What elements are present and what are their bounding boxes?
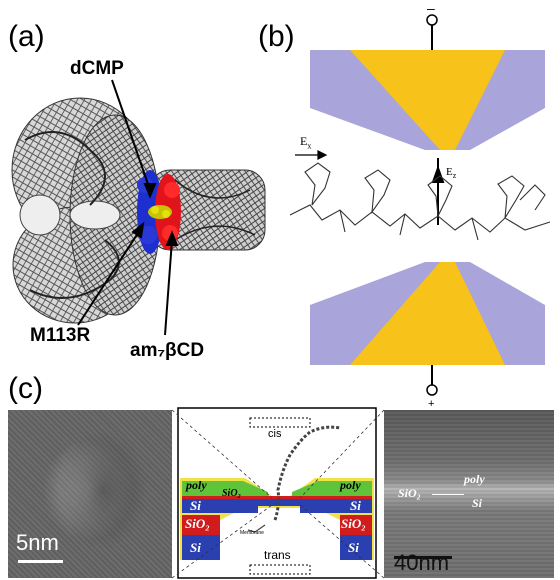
scale-text-right: 40nm	[394, 550, 450, 575]
poly-right-label: poly	[340, 478, 361, 492]
cyclodextrin-label: am₇βCD	[130, 340, 205, 361]
m113r-label: M113R	[30, 325, 91, 346]
bottom-terminal-sign: +	[428, 398, 435, 410]
tem-image-right: poly SiO₂ Si 40nm	[384, 410, 554, 578]
zoom-lines	[171, 409, 385, 579]
top-terminal-sign: –	[427, 0, 435, 16]
scale-bar-right	[394, 556, 452, 559]
sio2-right-label: SiO₂	[341, 516, 366, 531]
dcmp-label: dCMP	[70, 58, 124, 79]
scale-text-left: 5nm	[16, 530, 59, 555]
field-arrow	[295, 150, 328, 160]
membrane-label: Membrane	[240, 530, 264, 536]
poly-left-label: poly	[186, 478, 207, 492]
field-label-x: Ex	[300, 134, 312, 151]
trans-label: trans	[264, 548, 291, 562]
panel-b-label: (b)	[258, 20, 295, 53]
membrane-layers	[180, 478, 374, 560]
top-electrode	[310, 14, 545, 150]
dna-in-pore	[247, 425, 341, 533]
tem-image-left: 5nm	[8, 410, 172, 578]
si-layer-label: Si	[472, 496, 483, 510]
scale-bar-left	[18, 560, 63, 563]
si-left-label: Si	[190, 498, 201, 513]
field-label-z: Ez	[446, 166, 457, 181]
bottom-electrode	[310, 262, 545, 396]
sio2-layer-label: SiO₂	[398, 486, 421, 500]
annotation-arrows	[77, 79, 179, 336]
si-bottom-left-label: Si	[190, 540, 201, 555]
poly-layer-label: poly	[464, 472, 485, 486]
sio2-left-label: SiO₂	[185, 516, 210, 531]
si-bottom-right-label: Si	[348, 540, 359, 555]
si-right-label: Si	[350, 498, 361, 513]
cis-label: cis	[268, 428, 282, 440]
panel-a-label: (a)	[8, 20, 45, 53]
dna-strand	[289, 162, 551, 241]
panel-c-label: (c)	[8, 372, 43, 405]
protein-ribbon	[11, 97, 266, 324]
sio2-top-label: SiO₂	[222, 488, 242, 499]
